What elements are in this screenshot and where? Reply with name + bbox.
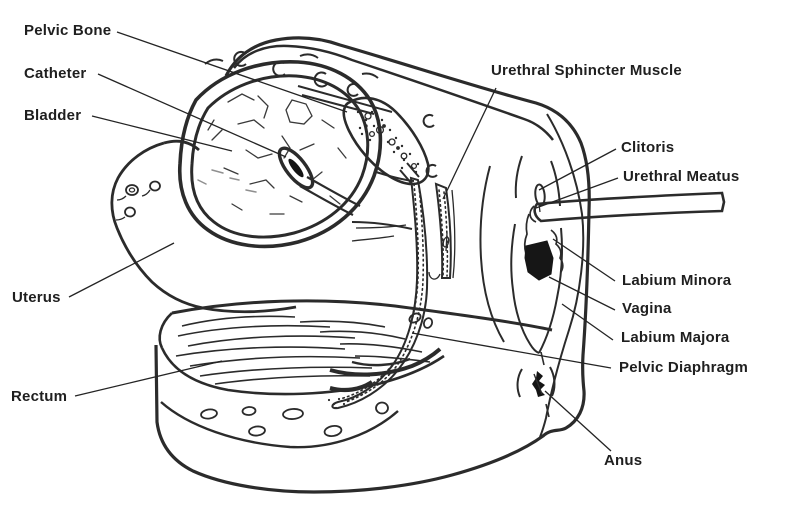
rectum-shape — [158, 299, 553, 396]
leader-anus — [544, 390, 612, 452]
pelvic-bone-shape — [204, 50, 438, 186]
label-catheter: Catheter — [24, 65, 87, 82]
label-bladder: Bladder — [24, 107, 82, 124]
leader-pelvic-diaphragm — [411, 332, 612, 369]
labium-majora-left-edge — [514, 155, 523, 199]
leader-catheter — [97, 73, 287, 158]
leader-labium-majora — [561, 303, 614, 341]
bladder-crackle-texture — [197, 93, 347, 215]
right-crease-arc — [539, 113, 585, 438]
leader-clitoris — [538, 148, 617, 191]
label-pelvic-bone: Pelvic Bone — [24, 22, 112, 39]
clitoris-shape — [534, 183, 546, 207]
label-vagina: Vagina — [622, 300, 672, 317]
rectum-stripes — [175, 315, 431, 385]
leader-urethral-sphincter — [442, 87, 497, 200]
bone-speckle-rings — [364, 112, 418, 170]
label-labium-minora: Labium Minora — [622, 272, 732, 289]
label-labium-majora: Labium Majora — [621, 329, 730, 346]
leader-urethral-meatus — [535, 177, 619, 209]
leader-uterus — [68, 242, 175, 298]
label-rectum: Rectum — [11, 388, 68, 405]
leader-rectum — [74, 360, 223, 397]
leader-vagina — [548, 276, 616, 311]
leader-labium-minora — [552, 238, 616, 282]
vulva-shape — [510, 155, 564, 418]
label-uterus: Uterus — [12, 289, 61, 306]
catheter-tube-external — [529, 191, 726, 223]
left-crease-arc — [479, 165, 505, 343]
fat-ovals — [200, 312, 434, 438]
leader-bladder — [91, 115, 233, 152]
label-anus: Anus — [604, 452, 643, 469]
bladder-shape — [177, 60, 383, 249]
body-outline — [154, 36, 591, 494]
catheter-balloon — [277, 146, 361, 216]
label-clitoris: Clitoris — [621, 139, 675, 156]
urethral-sphincter-shape — [331, 162, 456, 410]
labium-minora-left-fold — [523, 213, 530, 255]
label-pelvic-diaphragm: Pelvic Diaphragm — [619, 359, 749, 376]
label-urethral-meatus: Urethral Meatus — [623, 168, 740, 185]
uterus-gland-rings — [115, 180, 161, 221]
vagina-opening — [524, 240, 554, 281]
leader-lines — [68, 31, 619, 452]
label-urethral-sphincter-muscle: Urethral Sphincter Muscle — [491, 62, 682, 79]
body-fold-line — [171, 299, 553, 332]
pelvic-bone-band-inner-line — [233, 44, 554, 141]
anus-shape — [516, 366, 556, 398]
leader-pelvic-bone — [116, 31, 348, 113]
labium-minora-right-fold — [550, 229, 564, 273]
